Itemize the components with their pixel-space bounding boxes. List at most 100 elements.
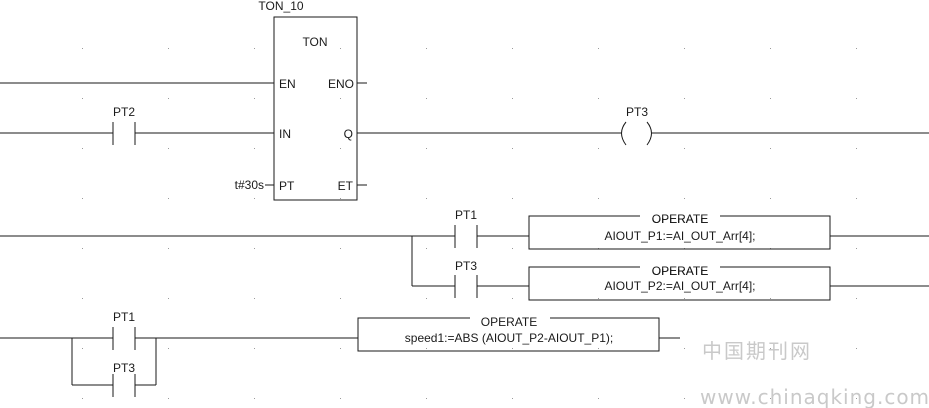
grid-dot — [168, 198, 169, 199]
grid-dot — [82, 398, 83, 399]
timer-type-label: TON — [302, 35, 327, 49]
ton-block[interactable] — [273, 16, 358, 201]
operate-p1-title-overlay: OPERATE — [652, 212, 708, 226]
rung-3-labels: PT1 PT3 OPERATE speed1:=ABS (AIOUT_P2-AI… — [113, 310, 613, 375]
grid-dot — [254, 248, 255, 249]
grid-dot — [598, 198, 599, 199]
grid-dot — [770, 298, 771, 299]
grid-dot — [856, 198, 857, 199]
watermark-url: www.chinaqking.com — [700, 385, 929, 408]
grid-dot — [512, 148, 513, 149]
operate-speed-title: OPERATE — [481, 315, 537, 329]
grid-dot — [168, 398, 169, 399]
rung-2-labels: PT1 OPERATE AIOUT_P1:=AI_OUT_Arr[4]; PT3… — [455, 208, 756, 293]
grid-dot — [82, 148, 83, 149]
contact-r3-pt3-label: PT3 — [113, 361, 135, 375]
grid-dot — [254, 398, 255, 399]
coil-pt3-left — [621, 121, 627, 146]
grid-dot — [512, 48, 513, 49]
grid-dot — [598, 98, 599, 99]
grid-dots — [82, 48, 857, 399]
grid-dot — [426, 148, 427, 149]
grid-dot — [770, 398, 771, 399]
coil-pt3-label: PT3 — [626, 105, 648, 119]
grid-dot — [856, 348, 857, 349]
operate-p2-expr: AIOUT_P2:=AI_OUT_Arr[4]; — [604, 279, 755, 293]
grid-dot — [254, 98, 255, 99]
grid-dot — [512, 248, 513, 249]
grid-dot — [168, 298, 169, 299]
grid-dot — [340, 348, 341, 349]
grid-dot — [856, 148, 857, 149]
grid-dot — [426, 48, 427, 49]
grid-dot — [856, 48, 857, 49]
grid-dot — [254, 348, 255, 349]
grid-dot — [340, 48, 341, 49]
contact-r3-pt1-label: PT1 — [113, 310, 135, 324]
grid-dot — [426, 398, 427, 399]
grid-dot — [684, 398, 685, 399]
grid-dot — [856, 298, 857, 299]
grid-dot — [82, 98, 83, 99]
grid-dot — [684, 148, 685, 149]
grid-dot — [684, 348, 685, 349]
operate-p2-title-gap — [640, 265, 720, 269]
grid-dot — [340, 398, 341, 399]
grid-dot — [426, 298, 427, 299]
grid-dot — [598, 298, 599, 299]
grid-dot — [512, 198, 513, 199]
grid-dot — [82, 298, 83, 299]
grid-dot — [168, 48, 169, 49]
operate-p1-expr: AIOUT_P1:=AI_OUT_Arr[4]; — [604, 229, 755, 243]
contact-pt1-label: PT1 — [455, 208, 477, 222]
grid-dot — [770, 198, 771, 199]
grid-dot — [340, 98, 341, 99]
grid-dot — [684, 198, 685, 199]
grid-dot — [168, 98, 169, 99]
grid-dot — [254, 298, 255, 299]
rung-1-labels: TON_10 TON EN ENO IN Q PT ET t#30s PT2 P… — [113, 0, 648, 193]
grid-dot — [168, 348, 169, 349]
grid-dot — [856, 98, 857, 99]
contact-pt2-label: PT2 — [113, 105, 135, 119]
grid-dot — [168, 148, 169, 149]
grid-dot — [770, 48, 771, 49]
grid-dot — [82, 198, 83, 199]
operate-p2-title-overlay: OPERATE — [652, 264, 708, 278]
grid-dot — [770, 148, 771, 149]
grid-dot — [340, 298, 341, 299]
pin-en-label: EN — [279, 77, 296, 91]
watermark-cn: 中国期刊网 — [702, 339, 812, 363]
grid-dot — [512, 98, 513, 99]
grid-dot — [426, 198, 427, 199]
grid-dot — [426, 248, 427, 249]
grid-dot — [426, 348, 427, 349]
grid-dot — [254, 148, 255, 149]
grid-dot — [770, 348, 771, 349]
operate-speed-title-gap — [470, 316, 550, 320]
pin-q-label: Q — [344, 127, 353, 141]
grid-dot — [82, 248, 83, 249]
grid-dot — [426, 98, 427, 99]
pin-pt-label: PT — [279, 179, 295, 193]
grid-dot — [512, 348, 513, 349]
grid-dot — [512, 298, 513, 299]
rung-1 — [0, 16, 929, 201]
grid-dot — [512, 398, 513, 399]
pt-value-label: t#30s — [235, 178, 264, 192]
pin-et-label: ET — [338, 179, 354, 193]
grid-dot — [856, 398, 857, 399]
contact-pt3-branch-label: PT3 — [455, 259, 477, 273]
grid-dot — [82, 348, 83, 349]
grid-dot — [340, 248, 341, 249]
operate-speed-expr: speed1:=ABS (AIOUT_P2-AIOUT_P1); — [405, 331, 613, 345]
grid-dot — [168, 248, 169, 249]
grid-dot — [340, 148, 341, 149]
grid-dot — [684, 48, 685, 49]
grid-dot — [684, 298, 685, 299]
grid-dot — [598, 398, 599, 399]
grid-dot — [598, 348, 599, 349]
rung-3 — [0, 317, 680, 397]
grid-dot — [598, 148, 599, 149]
grid-dot — [598, 48, 599, 49]
